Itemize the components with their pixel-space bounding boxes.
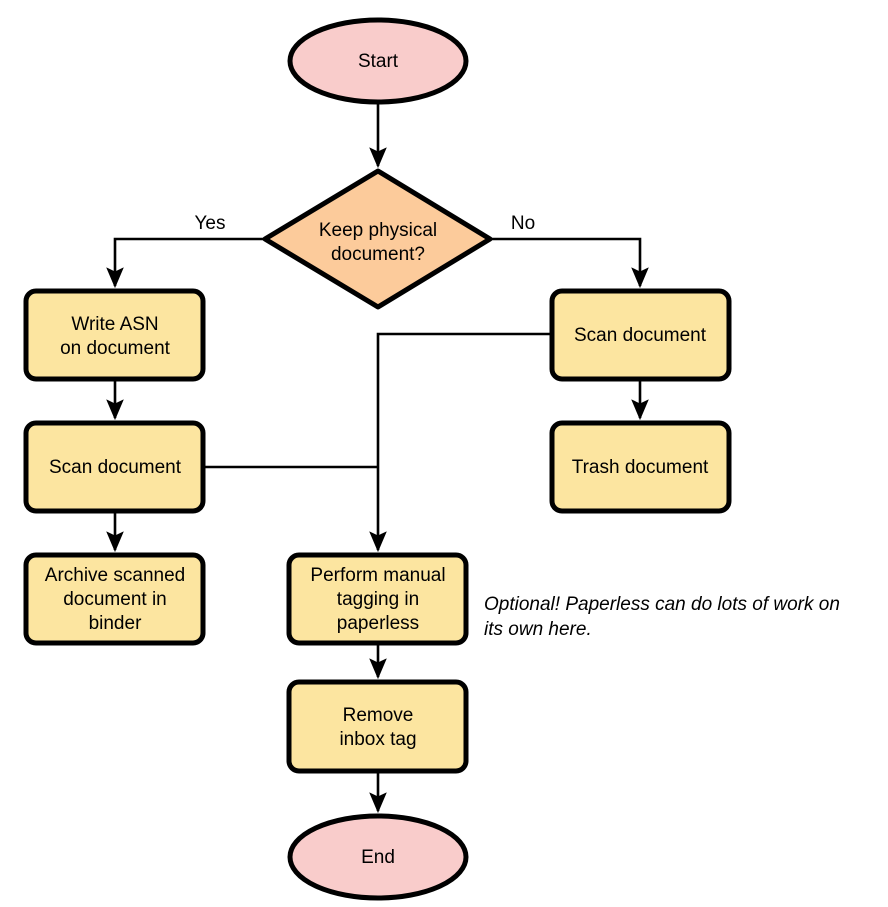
decision-label-line1: Keep physical — [319, 220, 437, 241]
tagging-box-shape — [286, 552, 469, 646]
trash-document-label: Trash document — [572, 457, 709, 478]
node-write-asn-on-document[interactable]: Write ASN on document — [23, 288, 206, 382]
remove-inbox-tag-box-shape — [286, 679, 469, 774]
annotation-note: Optional! Paperless can do lots of work … — [484, 594, 840, 640]
write-asn-label-line1: Write ASN — [71, 314, 158, 335]
edge-decision-no-to-scan-right — [490, 237, 649, 289]
scan-document-left-label: Scan document — [49, 457, 182, 478]
edge-label-no: No — [511, 213, 535, 234]
node-start[interactable]: Start — [287, 17, 469, 105]
archive-label-line1: Archive scanned — [45, 565, 185, 586]
node-decision-keep-physical-document[interactable]: Keep physical document? — [262, 168, 493, 310]
edge-label-yes: Yes — [195, 213, 226, 234]
write-asn-label-line2: on document — [60, 338, 171, 359]
end-label: End — [361, 847, 395, 868]
trash-document-box-shape — [549, 420, 732, 514]
archive-box-shape — [23, 552, 206, 646]
scan-document-right-box-shape — [549, 288, 732, 382]
node-scan-document-left[interactable]: Scan document — [23, 420, 206, 514]
tagging-label-line2: tagging in — [337, 589, 419, 610]
node-end[interactable]: End — [287, 813, 469, 901]
node-archive-scanned-document[interactable]: Archive scanned document in binder — [23, 552, 206, 646]
archive-label-line2: document in — [63, 589, 167, 610]
scan-document-left-box-shape — [23, 420, 206, 514]
start-label: Start — [358, 51, 399, 72]
archive-label-line3: binder — [89, 613, 142, 634]
remove-inbox-label-line1: Remove — [343, 705, 414, 726]
tagging-label-line3: paperless — [337, 613, 419, 634]
edge-scan-right-to-tagging — [369, 332, 552, 553]
note-line2: its own here. — [484, 619, 592, 640]
note-line1: Optional! Paperless can do lots of work … — [484, 594, 840, 615]
end-ellipse-shape — [287, 813, 469, 901]
write-asn-box-shape — [23, 288, 206, 382]
decision-diamond-shape — [262, 168, 493, 310]
tagging-label-line1: Perform manual — [310, 565, 445, 586]
node-trash-document[interactable]: Trash document — [549, 420, 732, 514]
remove-inbox-label-line2: inbox tag — [339, 729, 416, 750]
scan-document-right-label: Scan document — [574, 325, 707, 346]
edge-decision-yes-to-write-asn — [106, 237, 265, 289]
node-scan-document-right[interactable]: Scan document — [549, 288, 732, 382]
connector-layer — [106, 101, 649, 814]
start-ellipse-shape — [287, 17, 469, 105]
node-remove-inbox-tag[interactable]: Remove inbox tag — [286, 679, 469, 774]
decision-label-line2: document? — [331, 244, 425, 265]
node-perform-manual-tagging[interactable]: Perform manual tagging in paperless — [286, 552, 469, 646]
